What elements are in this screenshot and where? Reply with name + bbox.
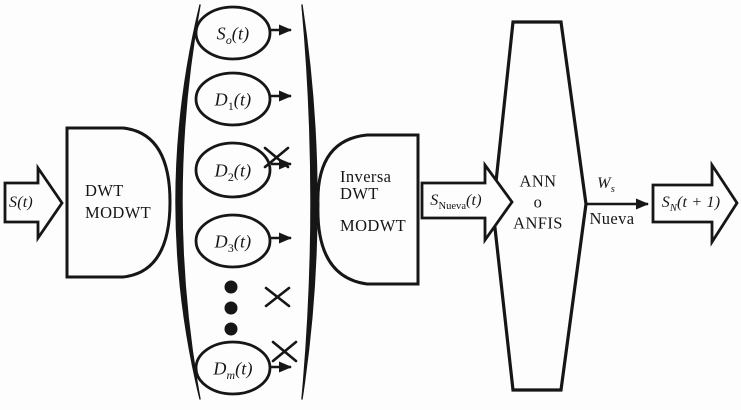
- component-label-d1: D1(t): [214, 89, 252, 114]
- output-signal-label: SN(t + 1): [661, 194, 721, 215]
- ellipse-d2: [194, 141, 272, 199]
- cross-ellipsis: [264, 286, 291, 308]
- component-label-d2: D2(t): [214, 160, 252, 185]
- snueva-arrow-shape: [420, 160, 514, 245]
- ellipsis-dot: [224, 322, 238, 336]
- dwt-block-shape: [65, 126, 172, 279]
- inverse-block-shape: [316, 133, 420, 286]
- ann-anfis-label: ANN o ANFIS: [513, 171, 563, 233]
- ellipse-d3: [194, 213, 272, 269]
- ellipsis-dot: [224, 280, 238, 294]
- cross-dm: [271, 340, 298, 363]
- right-parenthesis: [301, 4, 318, 400]
- ellipse-d1: [194, 71, 272, 127]
- inverse-block-label-line3: MODWT: [340, 216, 407, 235]
- component-label-dm: Dm(t): [213, 358, 253, 383]
- input-arrow-shape: [3, 163, 64, 243]
- inverse-block-label-line2: DWT: [340, 184, 379, 203]
- ellipse-so: [194, 5, 272, 61]
- ellipsis-dot: [224, 301, 238, 315]
- output-arrow-shape: [651, 160, 739, 247]
- component-label-so: So(t): [216, 23, 250, 48]
- dwt-block-label: DWT MODWT: [85, 181, 152, 222]
- snueva-label: SNueva(t): [430, 192, 482, 213]
- ellipse-dm: [194, 340, 272, 396]
- cross-d2: [263, 146, 290, 169]
- left-parenthesis: [175, 4, 201, 400]
- input-signal-label: S(t): [9, 194, 33, 211]
- ws-nueva-label: Nueva: [589, 209, 635, 228]
- ws-label: Ws: [597, 175, 615, 196]
- inverse-block-label-line1: Inversa: [340, 167, 392, 186]
- component-label-d3: D3(t): [214, 231, 252, 256]
